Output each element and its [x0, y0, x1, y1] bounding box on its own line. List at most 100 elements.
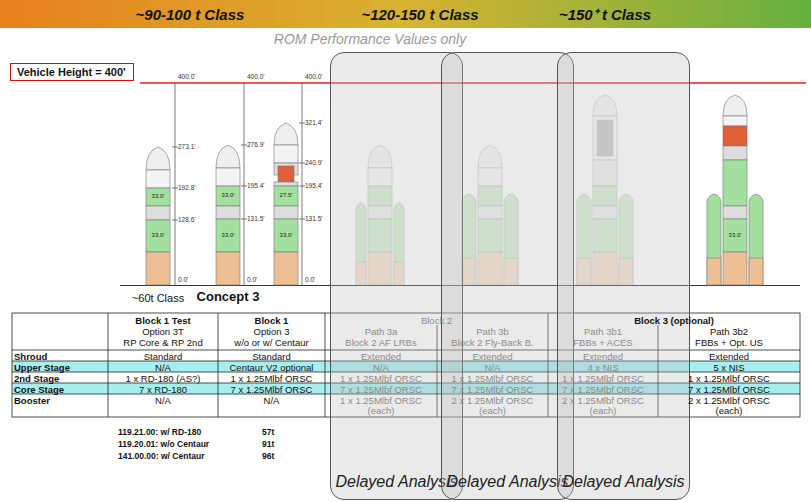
table-cell: Extended [550, 351, 656, 362]
rocket-block1 [216, 168, 240, 186]
table-cell: Block 1 [220, 315, 323, 326]
rocket-block1-centaur [274, 145, 298, 163]
rocket-block1-test [146, 188, 170, 206]
scale-bar [299, 219, 305, 220]
rocket-block1-centaur [274, 186, 298, 206]
header-band [0, 0, 811, 28]
rocket-path-3b2 [749, 258, 763, 285]
rocket-block1-centaur [274, 206, 298, 219]
table-cell: 1 x 1.25Mlbf ORSC [439, 373, 546, 384]
dimension-label: 273.1' [178, 143, 204, 150]
class-label: ~60t Class [118, 292, 198, 305]
scale-bar [244, 83, 245, 285]
table-cell: Path 3b1 [550, 326, 656, 337]
table-cell: Option 3 [220, 326, 323, 337]
rocket-block1 [216, 252, 240, 285]
scale-bar [302, 83, 303, 285]
stage-length: 27.5' [275, 192, 297, 199]
table-cell: Standard [110, 351, 216, 362]
scale-bar [241, 186, 247, 187]
table-cell: Booster [14, 395, 106, 406]
stage-length: 33.0' [275, 232, 297, 239]
table-cell: Block 2 Fly-Back B. [439, 337, 546, 348]
rocket-block1 [216, 219, 240, 252]
delayed-panel: Delayed Analysis [557, 52, 690, 500]
table-cell: 2 x 1.25Mlbf ORSC [660, 395, 798, 406]
table-cell: (each) [327, 405, 435, 416]
scale-bar [299, 123, 305, 124]
table-cell: 7 x 1.25Mlbf ORSC [550, 384, 656, 395]
node-text: Delayed Analysis [446, 472, 568, 491]
table-cell: 1 x RD-180 (AS?) [110, 373, 216, 384]
scale-bar [299, 163, 305, 164]
table-cell: 1 x 1.25Mlbf ORSC [660, 373, 798, 384]
table-cell: Path 3a [327, 326, 435, 337]
stage-length: 33.0' [147, 232, 169, 239]
dimension-label: 240.9' [305, 159, 329, 166]
dimension-label: 400.0' [178, 73, 204, 80]
rocket-block1 [216, 206, 240, 219]
rocket-block1-centaur [274, 123, 298, 145]
rocket-path-3b2 [723, 160, 747, 206]
table-cell: FBBs + ACES [550, 337, 656, 348]
rocket-block1-centaur [274, 182, 298, 186]
table-cell: Centaur V2 optional [220, 362, 323, 373]
table-cell: 2 x 1.25Mlbf ORSC [550, 395, 656, 406]
performance-note: 57t [262, 428, 292, 438]
table-cell: 1 x 1.25Mlbf ORSC [220, 373, 323, 384]
performance-note: 119.21.00: w/ RD-180 [118, 428, 253, 438]
table-cell: 7 x 1.25Mlbf ORSC [327, 384, 435, 395]
table-cell: 1 x 1.25Mlbf ORSC [327, 395, 435, 406]
rocket-block1-test [146, 147, 170, 170]
table-cell: Option 3T [110, 326, 216, 337]
rocket-block1-centaur [274, 252, 298, 285]
rocket-path-3b2 [723, 252, 747, 285]
dimension-label: 321.4' [305, 119, 329, 126]
rocket-path-3b2 [723, 206, 747, 219]
dimension-label: 400.0' [247, 73, 273, 80]
table-cell: N/A [110, 395, 216, 406]
dimension-label: 400.0' [305, 73, 331, 80]
rocket-block1-test [146, 220, 170, 252]
table-grid [108, 313, 109, 417]
node-text: Vehicle Height = 400' [17, 66, 127, 78]
dimension-label: 0.0' [178, 276, 204, 283]
table-cell: Standard [220, 351, 323, 362]
dimension-label: 131.5' [305, 215, 329, 222]
rocket-path-3b2 [723, 126, 747, 146]
stage-length: 33.0' [147, 193, 169, 200]
note: ROM Performance Values only [240, 31, 500, 47]
table-cell: Extended [660, 351, 798, 362]
scale-bar [172, 188, 178, 189]
stage-length: 33.0' [724, 232, 746, 239]
table-cell: 1 x 1.25Mlbf ORSC [550, 373, 656, 384]
rocket-path-3b2 [749, 194, 763, 285]
concept-label: Concept 3 [183, 290, 273, 305]
scale-bar [241, 145, 247, 146]
performance-note: 119.20.01: w/o Centaur [118, 440, 253, 450]
scale-bar [172, 83, 305, 285]
rocket-block1-centaur [274, 219, 298, 252]
table-cell: Upper Stage [14, 362, 106, 373]
scale-bar [299, 186, 305, 187]
table-cell: 7 x 1.25Mlbf ORSC [220, 384, 323, 395]
rocket-block1 [216, 145, 240, 168]
table-cell: Shroud [14, 351, 106, 362]
table-cell: Block 1 Test [110, 315, 216, 326]
rocket-path-3b2 [707, 194, 721, 285]
rocket-path-3b2 [707, 95, 763, 285]
table-cell: Core Stage [14, 384, 106, 395]
rocket-block1-test [146, 206, 170, 220]
dimension-label: 195.4' [305, 182, 329, 189]
rocket-path-3b2 [723, 95, 747, 116]
table-cell: 5 x NIS [660, 362, 798, 373]
scale-bar [175, 83, 176, 285]
scale-bar [172, 220, 178, 221]
rocket-block1-test [146, 170, 170, 188]
rocket-path-3b2 [723, 219, 747, 252]
rocket-block1-centaur [278, 166, 294, 182]
dimension-label: 0.0' [305, 276, 329, 283]
dimension-label: 0.0' [247, 276, 273, 283]
table-cell: N/A [327, 362, 435, 373]
